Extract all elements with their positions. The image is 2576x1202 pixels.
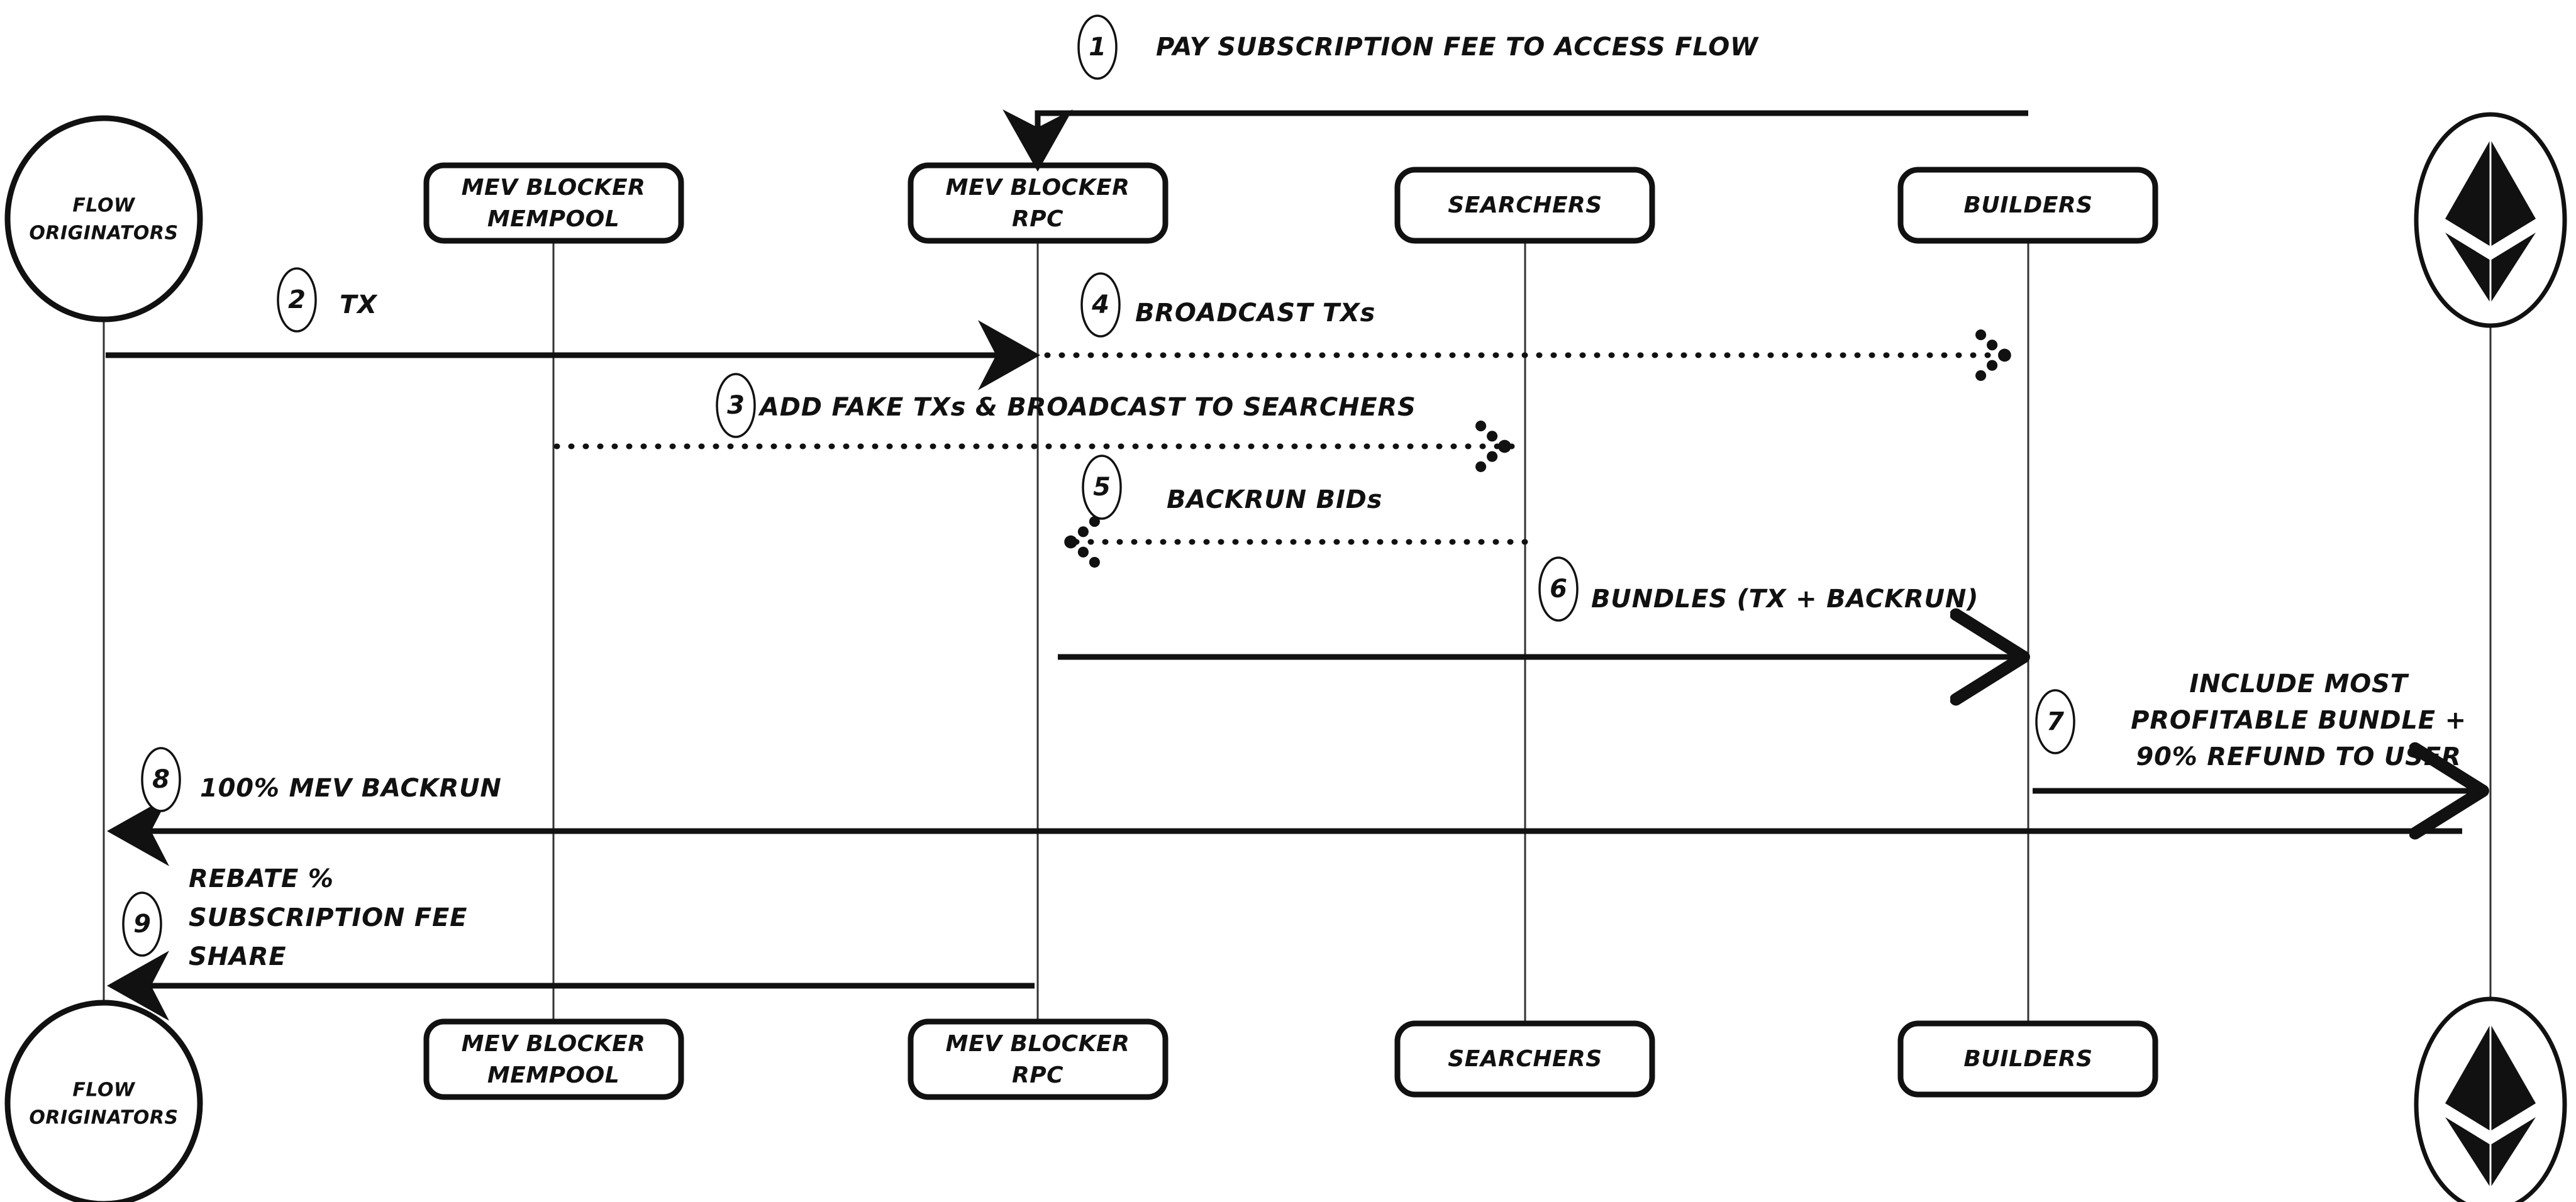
message-8-label: 100% MEV BACKRUN xyxy=(200,774,502,803)
message-7-step-circle xyxy=(2035,689,2075,754)
actor-flow-originators-top[interactable]: FLOW ORIGINATORS xyxy=(4,115,203,323)
message-6[interactable]: 6 BUNDLES (TX + BACKRUN) xyxy=(1058,556,2012,657)
builders-label: BUILDERS xyxy=(1963,192,2092,218)
message-1-step-circle xyxy=(1077,14,1118,80)
rpc-label-line2-bottom: RPC xyxy=(1012,1062,1063,1088)
flow-originators-circle-bottom xyxy=(4,1000,203,1202)
message-2[interactable]: 2 TX xyxy=(106,267,1040,390)
actor-ethereum-top[interactable] xyxy=(2414,112,2567,328)
actor-ethereum-bottom[interactable] xyxy=(2414,996,2567,1202)
message-1-number: 1 xyxy=(1089,33,1106,62)
searchers-label: SEARCHERS xyxy=(1448,192,1602,218)
message-3-step-circle xyxy=(716,373,756,438)
message-9-number: 9 xyxy=(133,910,151,939)
message-3-number: 3 xyxy=(727,391,745,420)
actor-flow-originators-bottom[interactable]: FLOW ORIGINATORS xyxy=(4,1000,203,1202)
message-7-label-line1: INCLUDE MOST xyxy=(2189,670,2409,698)
actor-builders-top[interactable]: BUILDERS xyxy=(1897,167,2158,244)
message-2-number: 2 xyxy=(288,285,306,314)
rpc-label-line2: RPC xyxy=(1012,206,1063,232)
message-4-step-circle xyxy=(1080,272,1121,338)
message-1[interactable]: 1 PAY SUBSCRIPTION FEE TO ACCESS FLOW xyxy=(1002,14,2028,172)
message-1-arrow xyxy=(1002,109,2028,172)
message-5-label: BACKRUN BIDs xyxy=(1167,485,1382,514)
message-2-label: TX xyxy=(340,290,378,319)
ethereum-icon xyxy=(2445,140,2536,303)
actor-mev-blocker-rpc-top[interactable]: MEV BLOCKER RPC xyxy=(908,162,1169,244)
flow-originators-label-line1-bottom: FLOW xyxy=(72,1079,136,1101)
flow-originators-label-line2-bottom: ORIGINATORS xyxy=(29,1107,178,1129)
searchers-label-bottom: SEARCHERS xyxy=(1448,1046,1602,1072)
builders-box xyxy=(1897,167,2158,244)
message-8-step-circle xyxy=(141,747,181,812)
actor-mev-blocker-mempool-top[interactable]: MEV BLOCKER MEMPOOL xyxy=(423,162,684,244)
rpc-label-line1-bottom: MEV BLOCKER xyxy=(946,1031,1130,1057)
message-1-label: PAY SUBSCRIPTION FEE TO ACCESS FLOW xyxy=(1156,33,1759,62)
message-7-label-line3: 90% REFUND TO USER xyxy=(2136,742,2461,771)
message-5[interactable]: 5 BACKRUN BIDs xyxy=(1060,455,1528,568)
message-6-step-circle xyxy=(1538,556,1579,622)
message-8[interactable]: 8 100% MEV BACKRUN xyxy=(107,747,2462,866)
message-8-number: 8 xyxy=(152,765,170,794)
message-6-number: 6 xyxy=(1550,575,1567,604)
flow-originators-label-line2: ORIGINATORS xyxy=(29,223,178,245)
searchers-box xyxy=(1394,167,1655,244)
mempool-box xyxy=(423,162,684,244)
builders-box-bottom xyxy=(1897,1020,2158,1098)
message-9-label-line3: SHARE xyxy=(189,942,286,971)
message-9-label-line2: SUBSCRIPTION FEE xyxy=(189,903,467,932)
mempool-label-line1-bottom: MEV BLOCKER xyxy=(462,1031,646,1057)
actor-searchers-bottom[interactable]: SEARCHERS xyxy=(1394,1020,1655,1098)
message-4-label: BROADCAST TXs xyxy=(1135,299,1375,328)
message-9[interactable]: 9 REBATE % SUBSCRIPTION FEE SHARE xyxy=(107,864,1035,1021)
message-3[interactable]: 3 ADD FAKE TXs & BROADCAST TO SEARCHERS xyxy=(553,373,1516,472)
message-2-step-circle xyxy=(277,267,317,333)
mempool-label-line2-bottom: MEMPOOL xyxy=(487,1062,619,1088)
searchers-box-bottom xyxy=(1394,1020,1655,1098)
flow-originators-label-line1: FLOW xyxy=(72,195,136,217)
actor-searchers-top[interactable]: SEARCHERS xyxy=(1394,167,1655,244)
message-3-label: ADD FAKE TXs & BROADCAST TO SEARCHERS xyxy=(758,393,1416,422)
actor-builders-bottom[interactable]: BUILDERS xyxy=(1897,1020,2158,1098)
message-5-step-circle xyxy=(1082,455,1122,520)
builders-label-bottom: BUILDERS xyxy=(1963,1046,2092,1072)
mempool-label-line2: MEMPOOL xyxy=(487,206,619,232)
ethereum-icon-bottom xyxy=(2445,1024,2536,1188)
rpc-label-line1: MEV BLOCKER xyxy=(946,175,1130,201)
message-9-step-circle xyxy=(122,891,162,957)
actor-mev-blocker-rpc-bottom[interactable]: MEV BLOCKER RPC xyxy=(908,1018,1169,1100)
message-5-number: 5 xyxy=(1093,473,1111,502)
mempool-label-line1: MEV BLOCKER xyxy=(462,175,646,201)
message-6-label: BUNDLES (TX + BACKRUN) xyxy=(1591,585,1979,614)
message-7-number: 7 xyxy=(2046,707,2064,736)
actor-mev-blocker-mempool-bottom[interactable]: MEV BLOCKER MEMPOOL xyxy=(423,1018,684,1100)
rpc-box-bottom xyxy=(908,1018,1169,1100)
message-7-label-line2: PROFITABLE BUNDLE + xyxy=(2131,706,2467,735)
message-9-label-line1: REBATE % xyxy=(189,864,334,893)
flow-originators-circle xyxy=(4,115,203,323)
mempool-box-bottom xyxy=(423,1018,684,1100)
message-4-number: 4 xyxy=(1091,290,1109,319)
message-4[interactable]: 4 BROADCAST TXs xyxy=(1044,272,2016,381)
message-7[interactable]: 7 INCLUDE MOST PROFITABLE BUNDLE + 90% R… xyxy=(2033,670,2472,791)
